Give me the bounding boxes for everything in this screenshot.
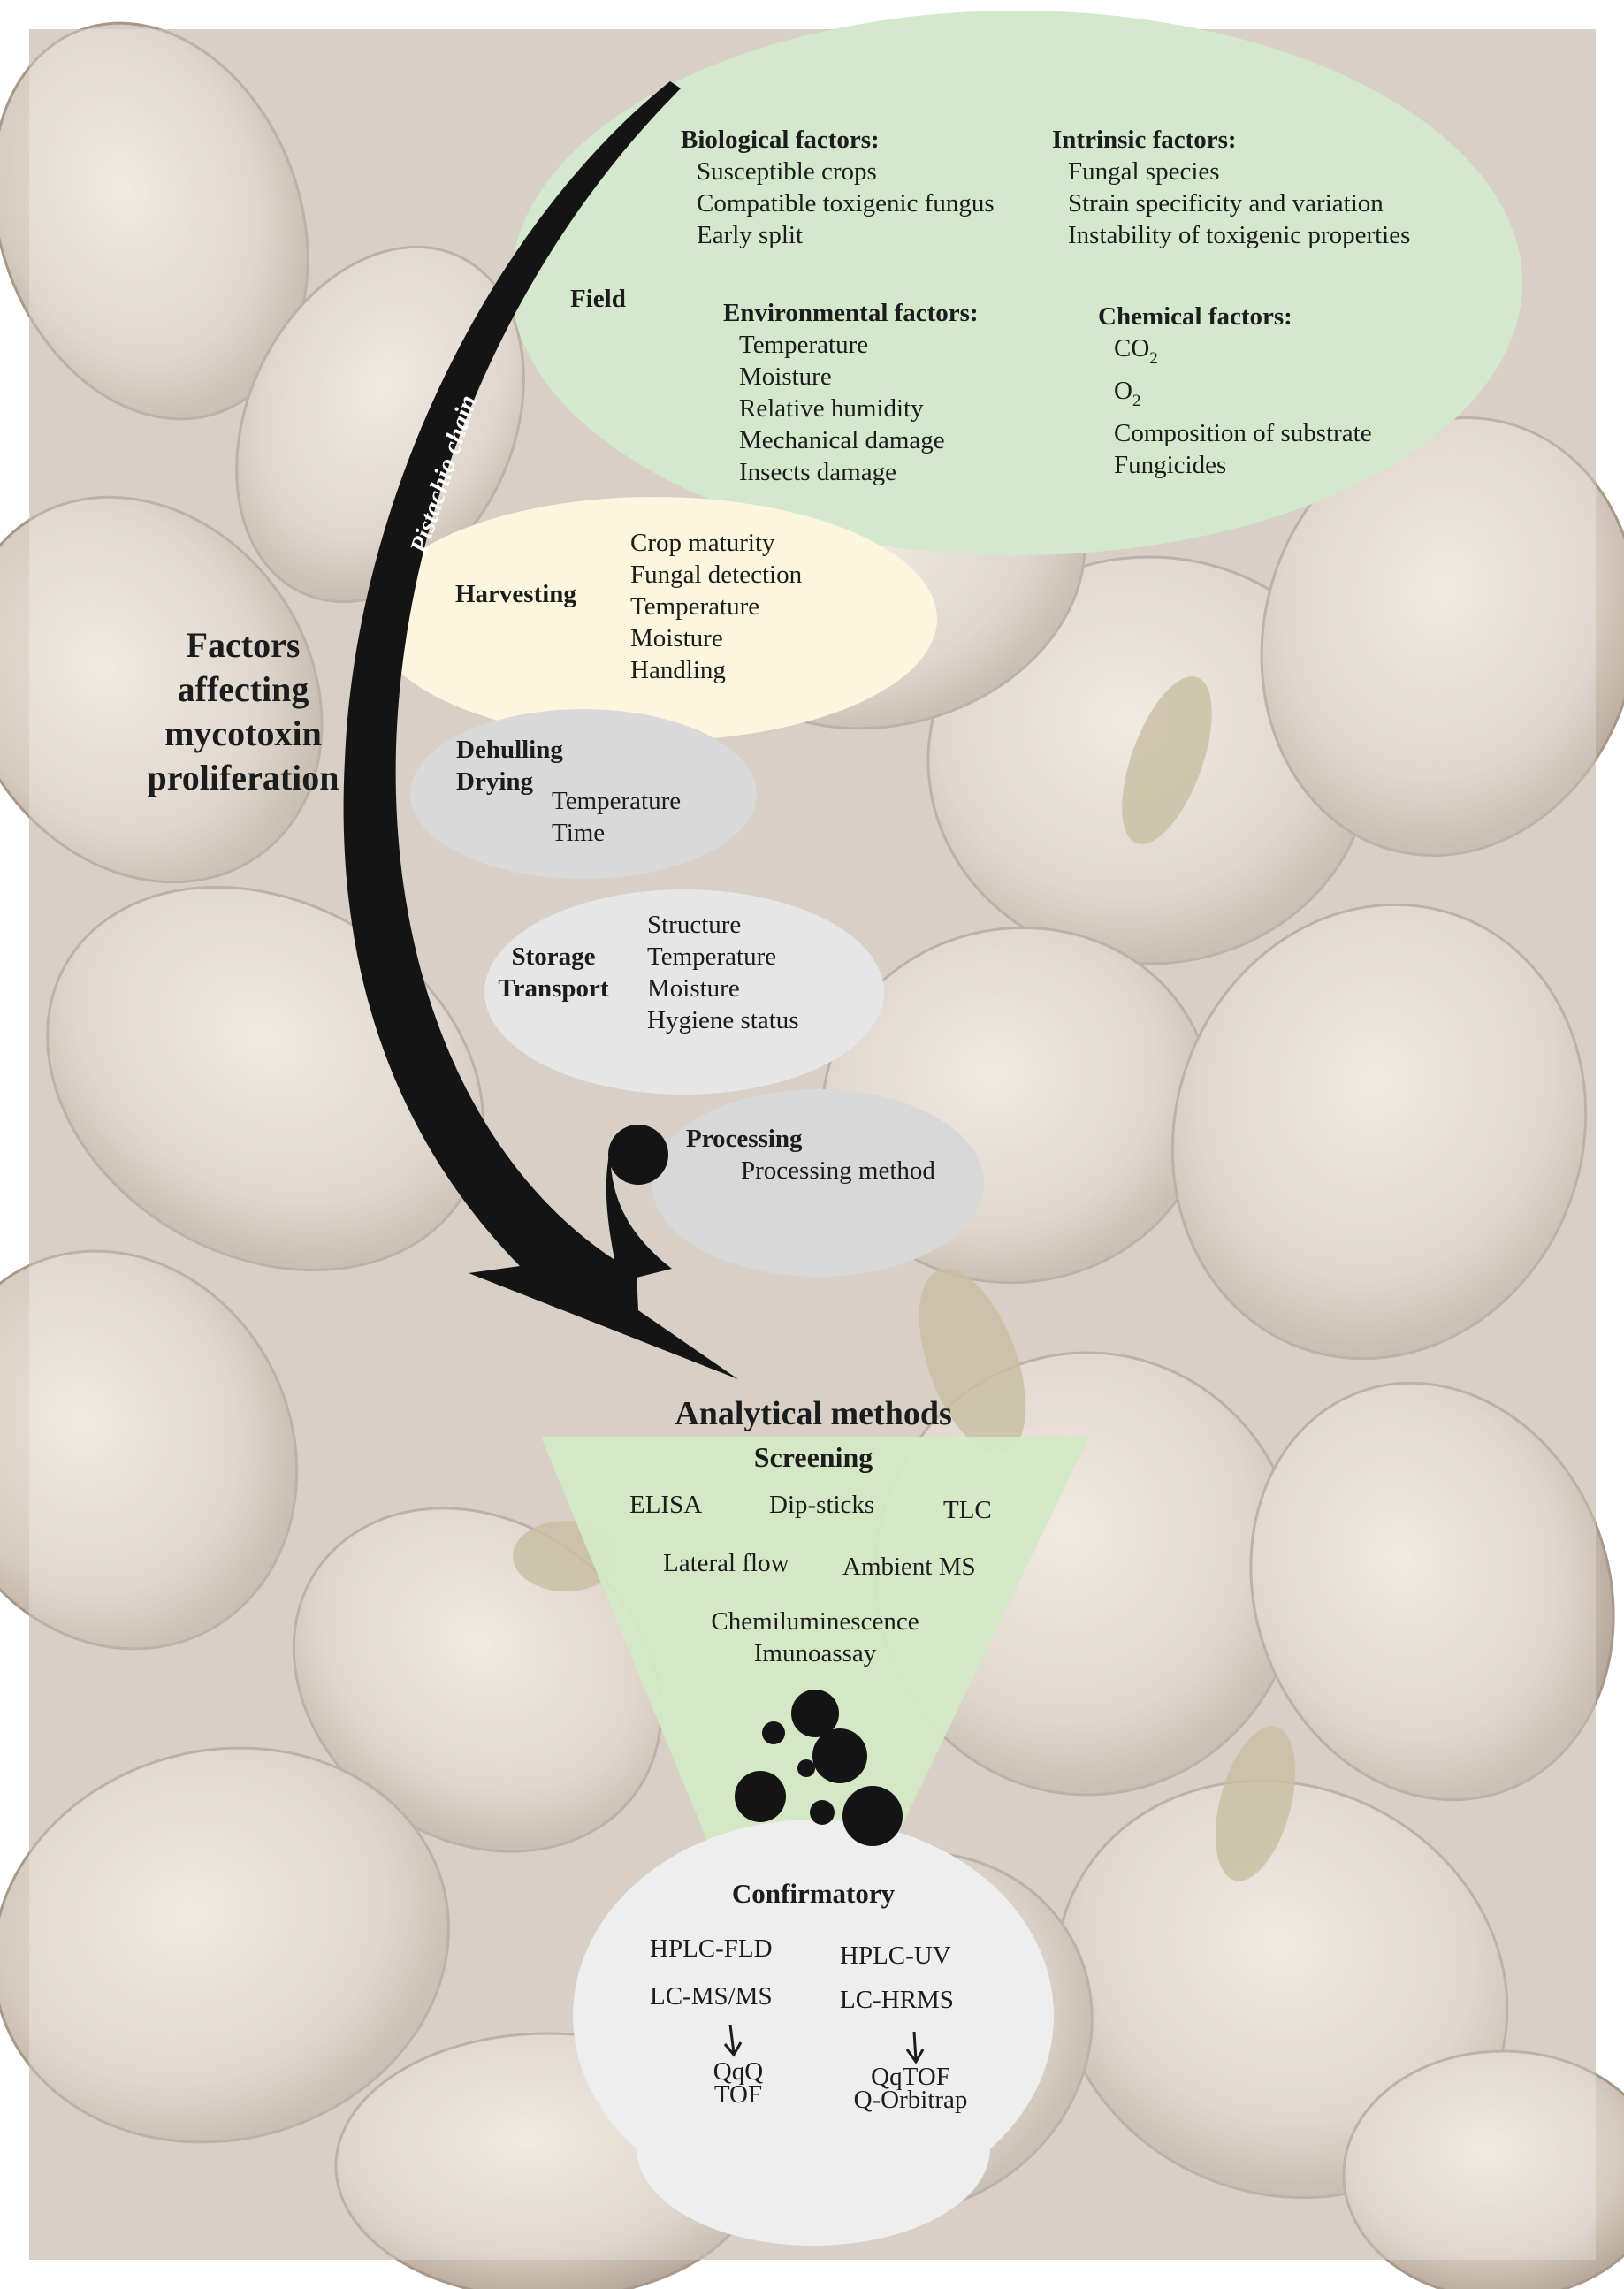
ms-analyzer: Q-Orbitrap	[853, 2086, 968, 2114]
environmental-item: Insects damage	[739, 458, 896, 486]
storage-transport-ellipse	[484, 889, 884, 1095]
chemical-item: Fungicides	[1114, 451, 1227, 479]
ms-analyzer: TOF	[713, 2080, 763, 2109]
storage-item: Moisture	[647, 974, 740, 1003]
environmental-item: Temperature	[739, 331, 869, 359]
ms-analyzers-left: QqQ TOF	[681, 2057, 796, 2109]
intrinsic-item: Strain specificity and variation	[1068, 189, 1384, 217]
environmental-item: Moisture	[739, 362, 832, 391]
co2-item: CO2	[1098, 332, 1372, 375]
dehulling-item: Time	[552, 819, 606, 847]
storage-label: Storage	[511, 942, 596, 971]
chemical-factors: Chemical factors: CO2 O2 Composition of …	[1098, 301, 1372, 481]
processing-ellipse	[652, 1089, 984, 1277]
biological-item: Early split	[697, 221, 804, 249]
intrinsic-item: Instability of toxigenic properties	[1068, 221, 1411, 249]
co2-base: CO	[1114, 334, 1150, 362]
environmental-heading: Environmental factors:	[723, 299, 979, 327]
chemical-heading: Chemical factors:	[1098, 302, 1292, 331]
biological-heading: Biological factors:	[681, 126, 880, 154]
harvesting-items: Crop maturity Fungal detection Temperatu…	[630, 527, 802, 686]
drying-label: Drying	[456, 767, 533, 796]
o2-base: O	[1114, 377, 1132, 405]
field-ellipse	[511, 11, 1522, 555]
title-line-4: proliferation	[147, 758, 339, 797]
ms-analyzer: QqTOF	[871, 2063, 950, 2091]
screening-method: TLC	[943, 1496, 992, 1524]
processing-label: Processing	[686, 1125, 803, 1153]
field-label: Field	[570, 285, 626, 313]
analytical-methods-title: Analytical methods	[675, 1395, 952, 1432]
title-line-1: Factors	[186, 625, 301, 665]
figure-title: Factors affecting mycotoxin proliferatio…	[93, 623, 393, 800]
harvesting-item: Moisture	[630, 624, 723, 652]
storage-items: Structure Temperature Moisture Hygiene s…	[647, 909, 799, 1036]
transport-label: Transport	[498, 974, 609, 1003]
screening-label: Screening	[753, 1441, 873, 1473]
o2-item: O2	[1098, 375, 1372, 417]
screening-method: Imunoassay	[753, 1639, 877, 1667]
harvesting-item: Handling	[630, 656, 726, 684]
ms-analyzers-right: QqTOF Q-Orbitrap	[831, 2063, 990, 2114]
confirmatory-label: Confirmatory	[731, 1878, 896, 1909]
dehulling-item: Temperature	[552, 787, 682, 815]
harvesting-ellipse	[371, 497, 937, 741]
biological-factors: Biological factors: Susceptible crops Co…	[681, 124, 995, 251]
storage-item: Temperature	[647, 942, 777, 971]
dehulling-items: Temperature Time	[552, 785, 681, 849]
ms-analyzer: QqQ	[713, 2057, 764, 2086]
environmental-factors: Environmental factors: Temperature Moist…	[723, 297, 979, 488]
storage-item: Hygiene status	[647, 1006, 799, 1034]
harvesting-label: Harvesting	[455, 580, 576, 608]
intrinsic-item: Fungal species	[1068, 157, 1220, 186]
intrinsic-heading: Intrinsic factors:	[1052, 126, 1237, 154]
harvesting-item: Crop maturity	[630, 529, 775, 557]
title-line-3: mycotoxin	[164, 713, 322, 753]
confirmatory-method: LC-HRMS	[840, 1986, 954, 2014]
screening-method: ELISA	[629, 1491, 703, 1519]
sample-particles	[735, 1690, 903, 1846]
dehulling-label: Dehulling	[456, 736, 563, 764]
intrinsic-factors: Intrinsic factors: Fungal species Strain…	[1052, 124, 1410, 251]
screening-funnel	[541, 1437, 1089, 1841]
harvesting-item: Fungal detection	[630, 561, 803, 589]
confirmatory-method: LC-MS/MS	[650, 1982, 773, 2011]
co2-subscript: 2	[1149, 349, 1158, 368]
environmental-item: Mechanical damage	[739, 426, 945, 454]
storage-item: Structure	[647, 911, 742, 939]
screening-method: Lateral flow	[663, 1549, 789, 1577]
screening-method: Chemiluminescence	[711, 1607, 919, 1636]
title-line-2: affecting	[177, 669, 309, 709]
screening-method: Dip-sticks	[769, 1491, 875, 1519]
biological-item: Susceptible crops	[697, 157, 877, 186]
dehulling-drying-ellipse	[410, 709, 757, 879]
confirmatory-method: HPLC-FLD	[650, 1934, 773, 1963]
confirmatory-method: HPLC-UV	[840, 1942, 951, 1970]
environmental-item: Relative humidity	[739, 394, 924, 423]
screening-method: Ambient MS	[842, 1553, 976, 1581]
biological-item: Compatible toxigenic fungus	[697, 189, 995, 217]
processing-item: Processing method	[741, 1156, 935, 1185]
chemical-item: Composition of substrate	[1114, 419, 1372, 447]
o2-subscript: 2	[1132, 392, 1141, 410]
pistachio-chain-arrow	[343, 81, 738, 1379]
harvesting-item: Temperature	[630, 592, 760, 621]
